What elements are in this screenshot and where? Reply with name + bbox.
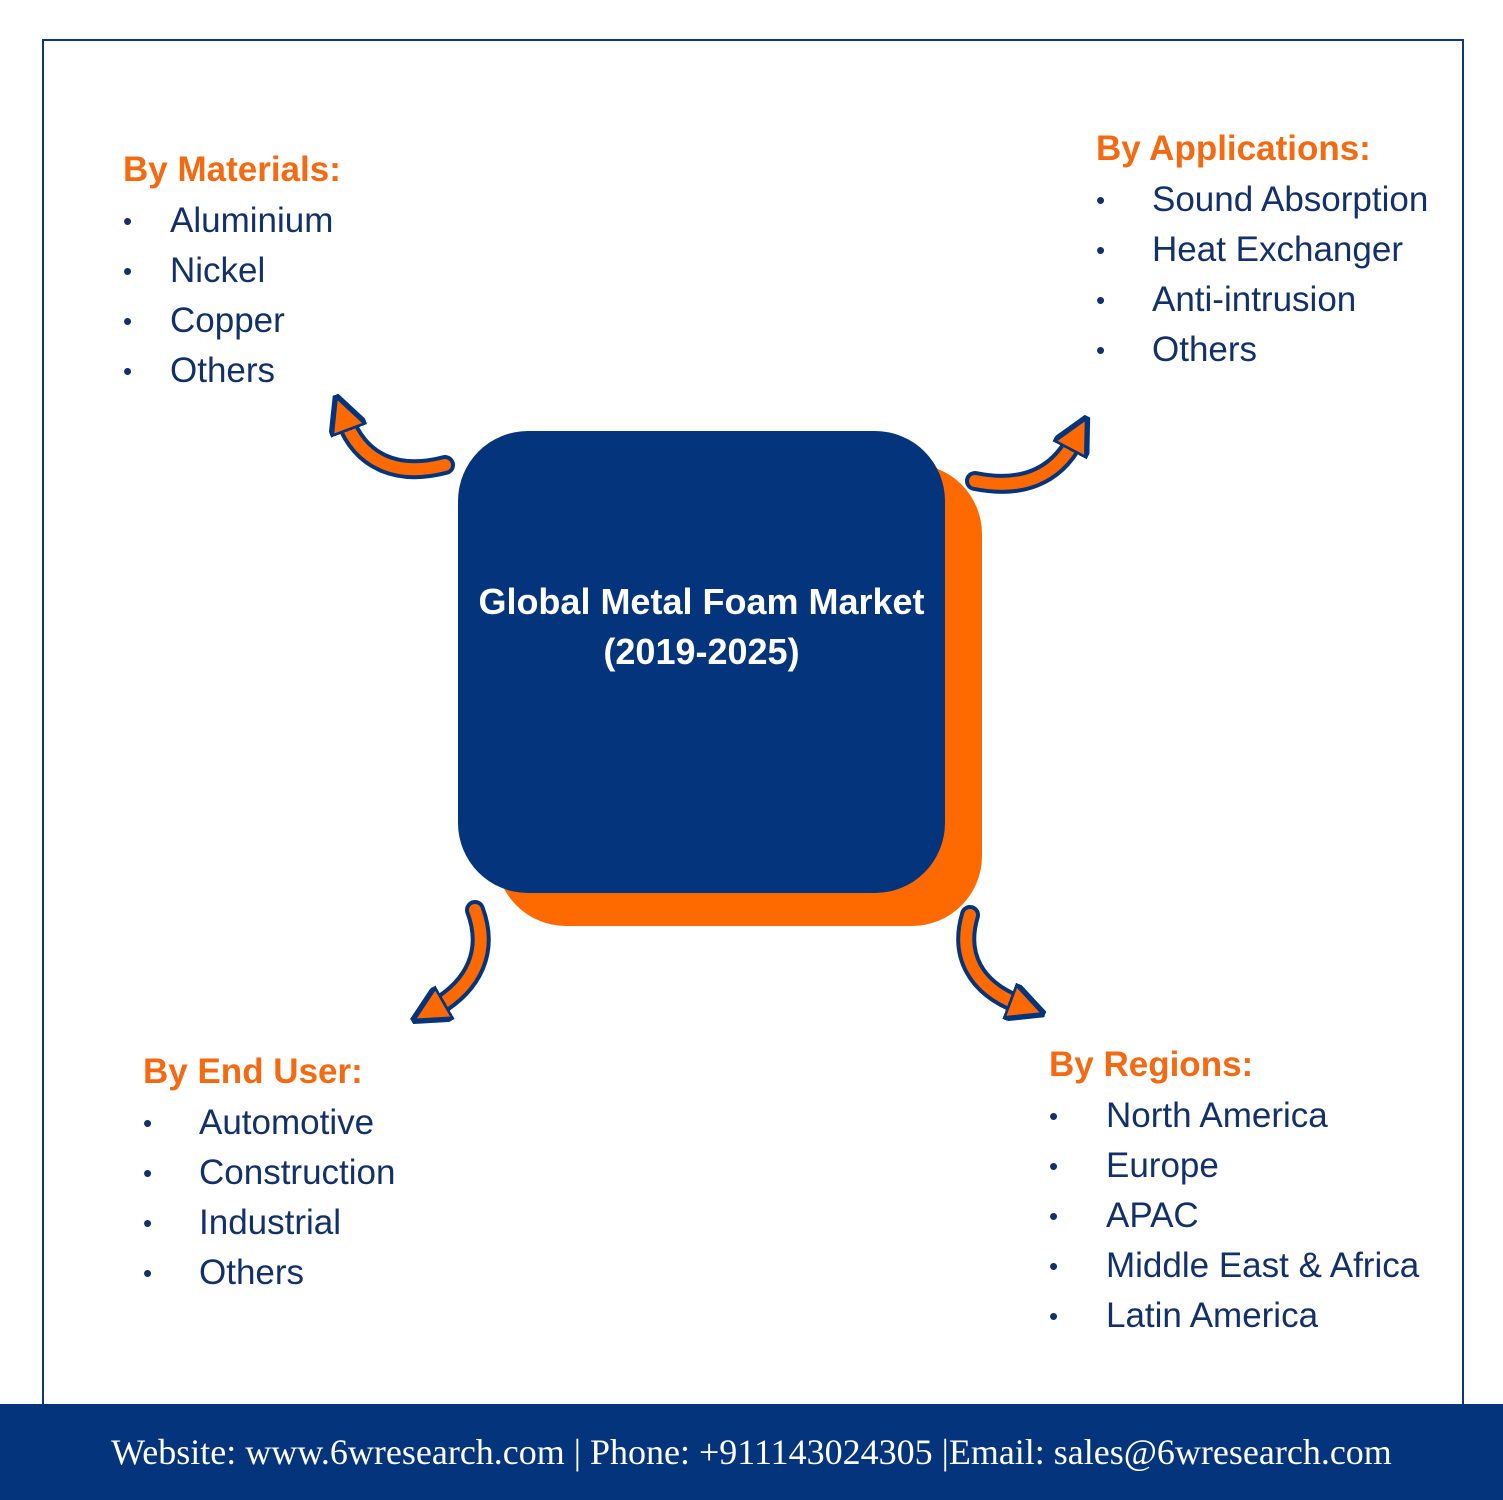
segment-end-user: By End User: •Automotive •Construction •… [143, 1050, 395, 1298]
bullet-icon: • [1049, 1301, 1059, 1331]
segment-materials: By Materials: •Aluminium •Nickel •Copper… [123, 148, 341, 396]
segment-regions: By Regions: •North America •Europe •APAC… [1049, 1043, 1419, 1341]
list-item: •Anti-intrusion [1096, 275, 1428, 325]
segment-title-applications: By Applications: [1096, 129, 1371, 168]
bullet-icon: • [1049, 1151, 1059, 1181]
list-item: •Others [1096, 325, 1428, 375]
curved-arrow-icon [435, 900, 491, 1008]
bullet-icon: • [123, 306, 133, 336]
bullet-icon: • [123, 256, 133, 286]
footer-bar: Website: www.6wresearch.com | Phone: +91… [0, 1404, 1503, 1500]
bullet-icon: • [143, 1158, 153, 1188]
center-title-line-1: Global Metal Foam Market [478, 581, 925, 622]
segment-title-materials: By Materials: [123, 150, 341, 189]
list-item: •Heat Exchanger [1096, 225, 1428, 275]
list-item: •Construction [143, 1148, 395, 1198]
list-item: •Automotive [143, 1098, 395, 1148]
segment-title-end-user: By End User: [143, 1052, 363, 1091]
list-item: •APAC [1049, 1191, 1419, 1241]
bullet-icon: • [143, 1208, 153, 1238]
curved-arrow-icon [345, 420, 455, 480]
list-item: •Aluminium [123, 196, 341, 246]
bullet-icon: • [1049, 1201, 1059, 1231]
segment-list-applications: •Sound Absorption •Heat Exchanger •Anti-… [1096, 175, 1428, 375]
curved-arrow-icon [965, 440, 1075, 494]
list-item: •Industrial [143, 1198, 395, 1248]
center-title-line-2: (2019-2025) [603, 631, 800, 672]
segment-list-regions: •North America •Europe •APAC •Middle Eas… [1049, 1091, 1419, 1341]
bullet-icon: • [143, 1258, 153, 1288]
center-title: Global Metal Foam Market (2019-2025) [478, 577, 924, 677]
bullet-icon: • [123, 356, 133, 386]
list-item: •Others [123, 346, 341, 396]
list-item: •Nickel [123, 246, 341, 296]
bullet-icon: • [1049, 1101, 1059, 1131]
curved-arrow-icon [956, 905, 1020, 1005]
bullet-icon: • [1096, 335, 1106, 365]
list-item: •Others [143, 1248, 395, 1298]
bullet-icon: • [143, 1108, 153, 1138]
list-item: •Sound Absorption [1096, 175, 1428, 225]
segment-list-materials: •Aluminium •Nickel •Copper •Others [123, 196, 341, 396]
center-node: Global Metal Foam Market (2019-2025) [458, 431, 945, 893]
segment-list-end-user: •Automotive •Construction •Industrial •O… [143, 1098, 395, 1298]
bullet-icon: • [123, 206, 133, 236]
bullet-icon: • [1096, 235, 1106, 265]
segment-title-regions: By Regions: [1049, 1045, 1254, 1084]
list-item: •Latin America [1049, 1291, 1419, 1341]
bullet-icon: • [1096, 185, 1106, 215]
segment-applications: By Applications: •Sound Absorption •Heat… [1096, 127, 1428, 375]
bullet-icon: • [1049, 1251, 1059, 1281]
list-item: •Copper [123, 296, 341, 346]
footer-contact-text: Website: www.6wresearch.com | Phone: +91… [111, 1432, 1392, 1472]
bullet-icon: • [1096, 285, 1106, 315]
diagram-frame [42, 39, 1464, 1479]
list-item: •Middle East & Africa [1049, 1241, 1419, 1291]
list-item: •North America [1049, 1091, 1419, 1141]
list-item: •Europe [1049, 1141, 1419, 1191]
